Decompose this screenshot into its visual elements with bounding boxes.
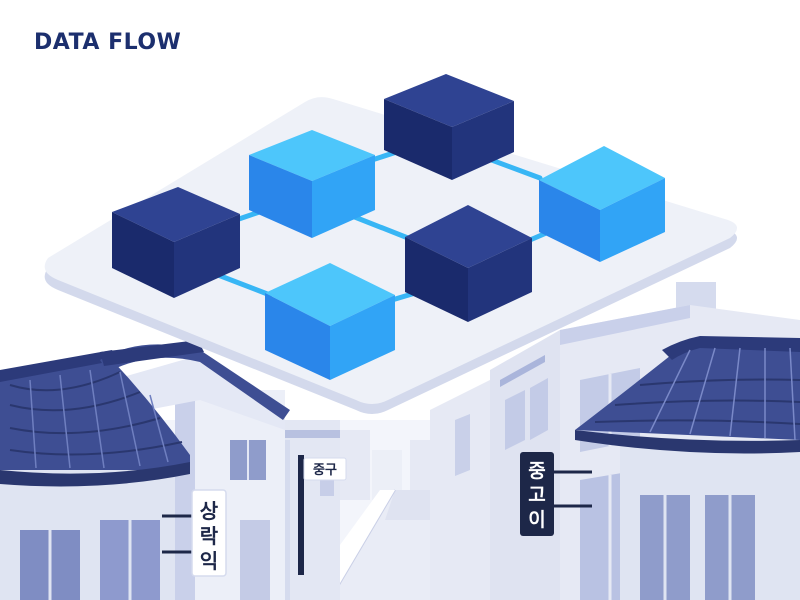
sign-center: 중구 (298, 455, 347, 575)
building-right (560, 282, 800, 600)
cube-node-bright-2 (539, 146, 665, 262)
sign-right-vertical: 중 고 이 (520, 452, 592, 536)
building-left (0, 340, 290, 600)
sign-left-char-2: 락 (200, 524, 219, 548)
cube-node-dark-3 (405, 205, 532, 322)
page-title: DATA FLOW (34, 30, 182, 55)
network-nodes (112, 74, 665, 380)
sign-left-char-1: 상 (200, 499, 219, 523)
sign-left-vertical: 상 락 익 (162, 489, 227, 577)
cube-node-dark-2 (112, 187, 240, 298)
sign-right-char-2: 고 (528, 484, 545, 506)
cube-node-dark-1 (384, 74, 514, 180)
cube-node-bright-3 (265, 263, 395, 380)
sign-right-char-3: 이 (528, 509, 545, 531)
cube-node-bright-1 (249, 130, 375, 238)
sign-left-char-3: 익 (200, 549, 218, 573)
sign-center-label: 중구 (313, 463, 337, 478)
sign-right-char-1: 중 (528, 460, 545, 482)
